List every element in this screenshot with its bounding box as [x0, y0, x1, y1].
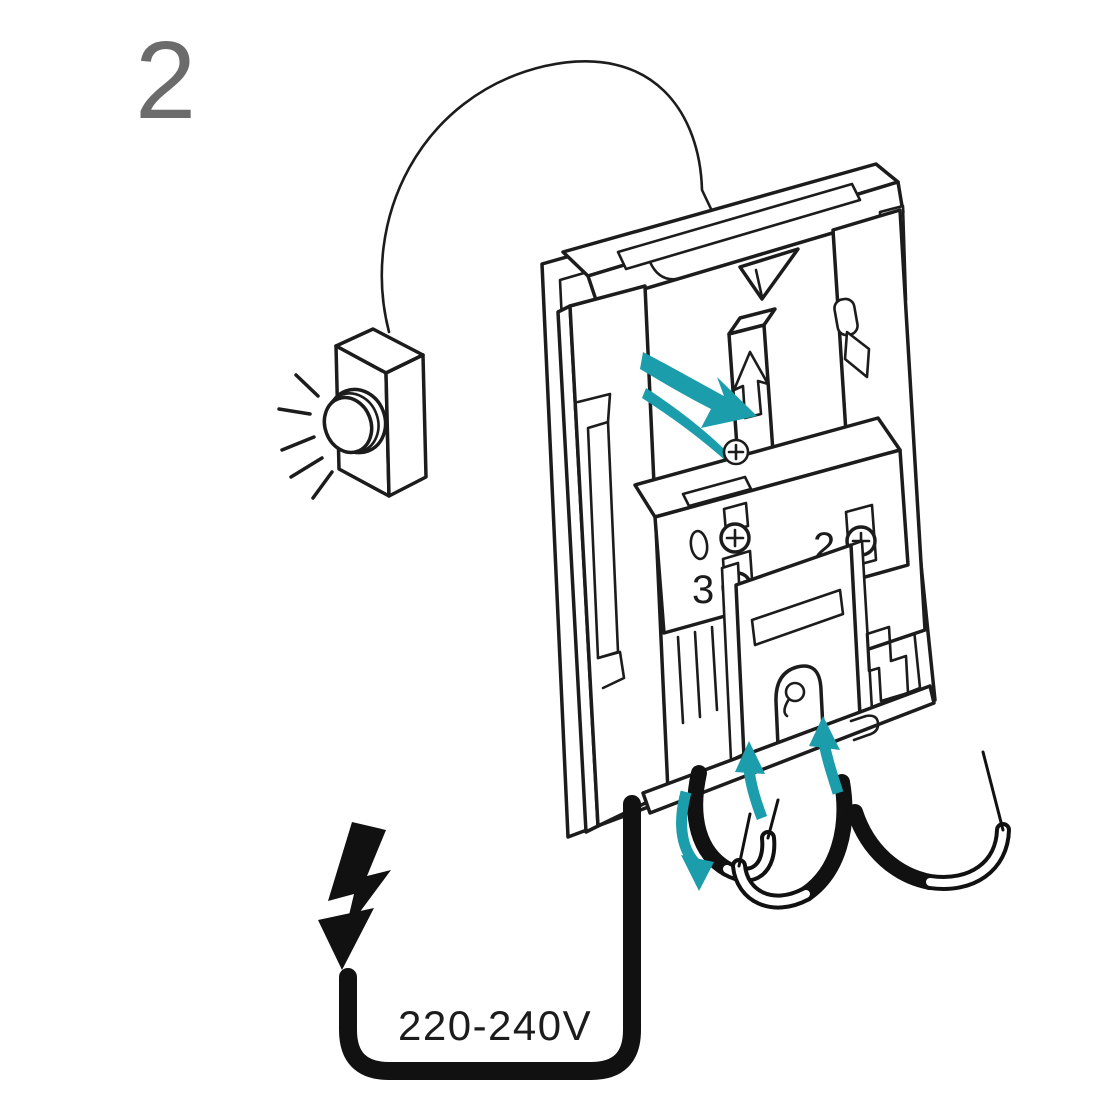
mains-power: 220-240V: [318, 795, 641, 1080]
power-cable: [339, 795, 641, 1080]
chime-wires: [687, 750, 1011, 910]
lower-door: [720, 539, 910, 762]
button-box-side: [384, 353, 428, 498]
door-slot: [750, 588, 845, 647]
left-wall-slot-fold-bottom: [596, 650, 626, 690]
bottom-rail: [641, 684, 936, 815]
insert-up-arrow-icon-2: [809, 716, 844, 795]
button-wire: [380, 60, 714, 334]
wiring-arrows: [676, 716, 844, 891]
slide-swoosh-secondary: [642, 388, 733, 463]
terminal-screw-1: [719, 501, 751, 554]
voltage-label: 220-240V: [398, 1002, 592, 1049]
wire-loop-3: [847, 750, 1011, 891]
lightning-bolt-icon: [318, 822, 391, 970]
terminal-screw-top: [722, 438, 750, 466]
terminal-block-front: [653, 448, 910, 635]
left-wall-slot-fold-top: [576, 392, 612, 424]
left-wall: [556, 284, 670, 834]
fold-triangle: [738, 247, 800, 301]
right-wall-clip: [843, 330, 871, 379]
bracket-notch: [648, 260, 684, 281]
bracket-slot: [616, 182, 862, 271]
rail-hook: [849, 714, 880, 742]
keyhole-icon: [783, 681, 806, 718]
wire-loop-2: [731, 774, 853, 910]
button-cap: [322, 387, 388, 455]
pull-down-arrow-icon: [676, 790, 714, 891]
step-number: 2: [135, 19, 196, 142]
terminal-top-slot: [681, 475, 753, 508]
rib-lines: [676, 625, 719, 725]
slide-direction-arrow-icon: [640, 352, 757, 463]
terminal-oval-hole: [689, 529, 709, 561]
insert-up-arrow-icon-1: [735, 741, 768, 820]
press-indicator-rays-icon: [277, 373, 334, 500]
chime-unit: 2 3: [540, 162, 937, 839]
doorbell-push-button: [277, 327, 428, 500]
terminal-label-3: 3: [692, 568, 714, 612]
